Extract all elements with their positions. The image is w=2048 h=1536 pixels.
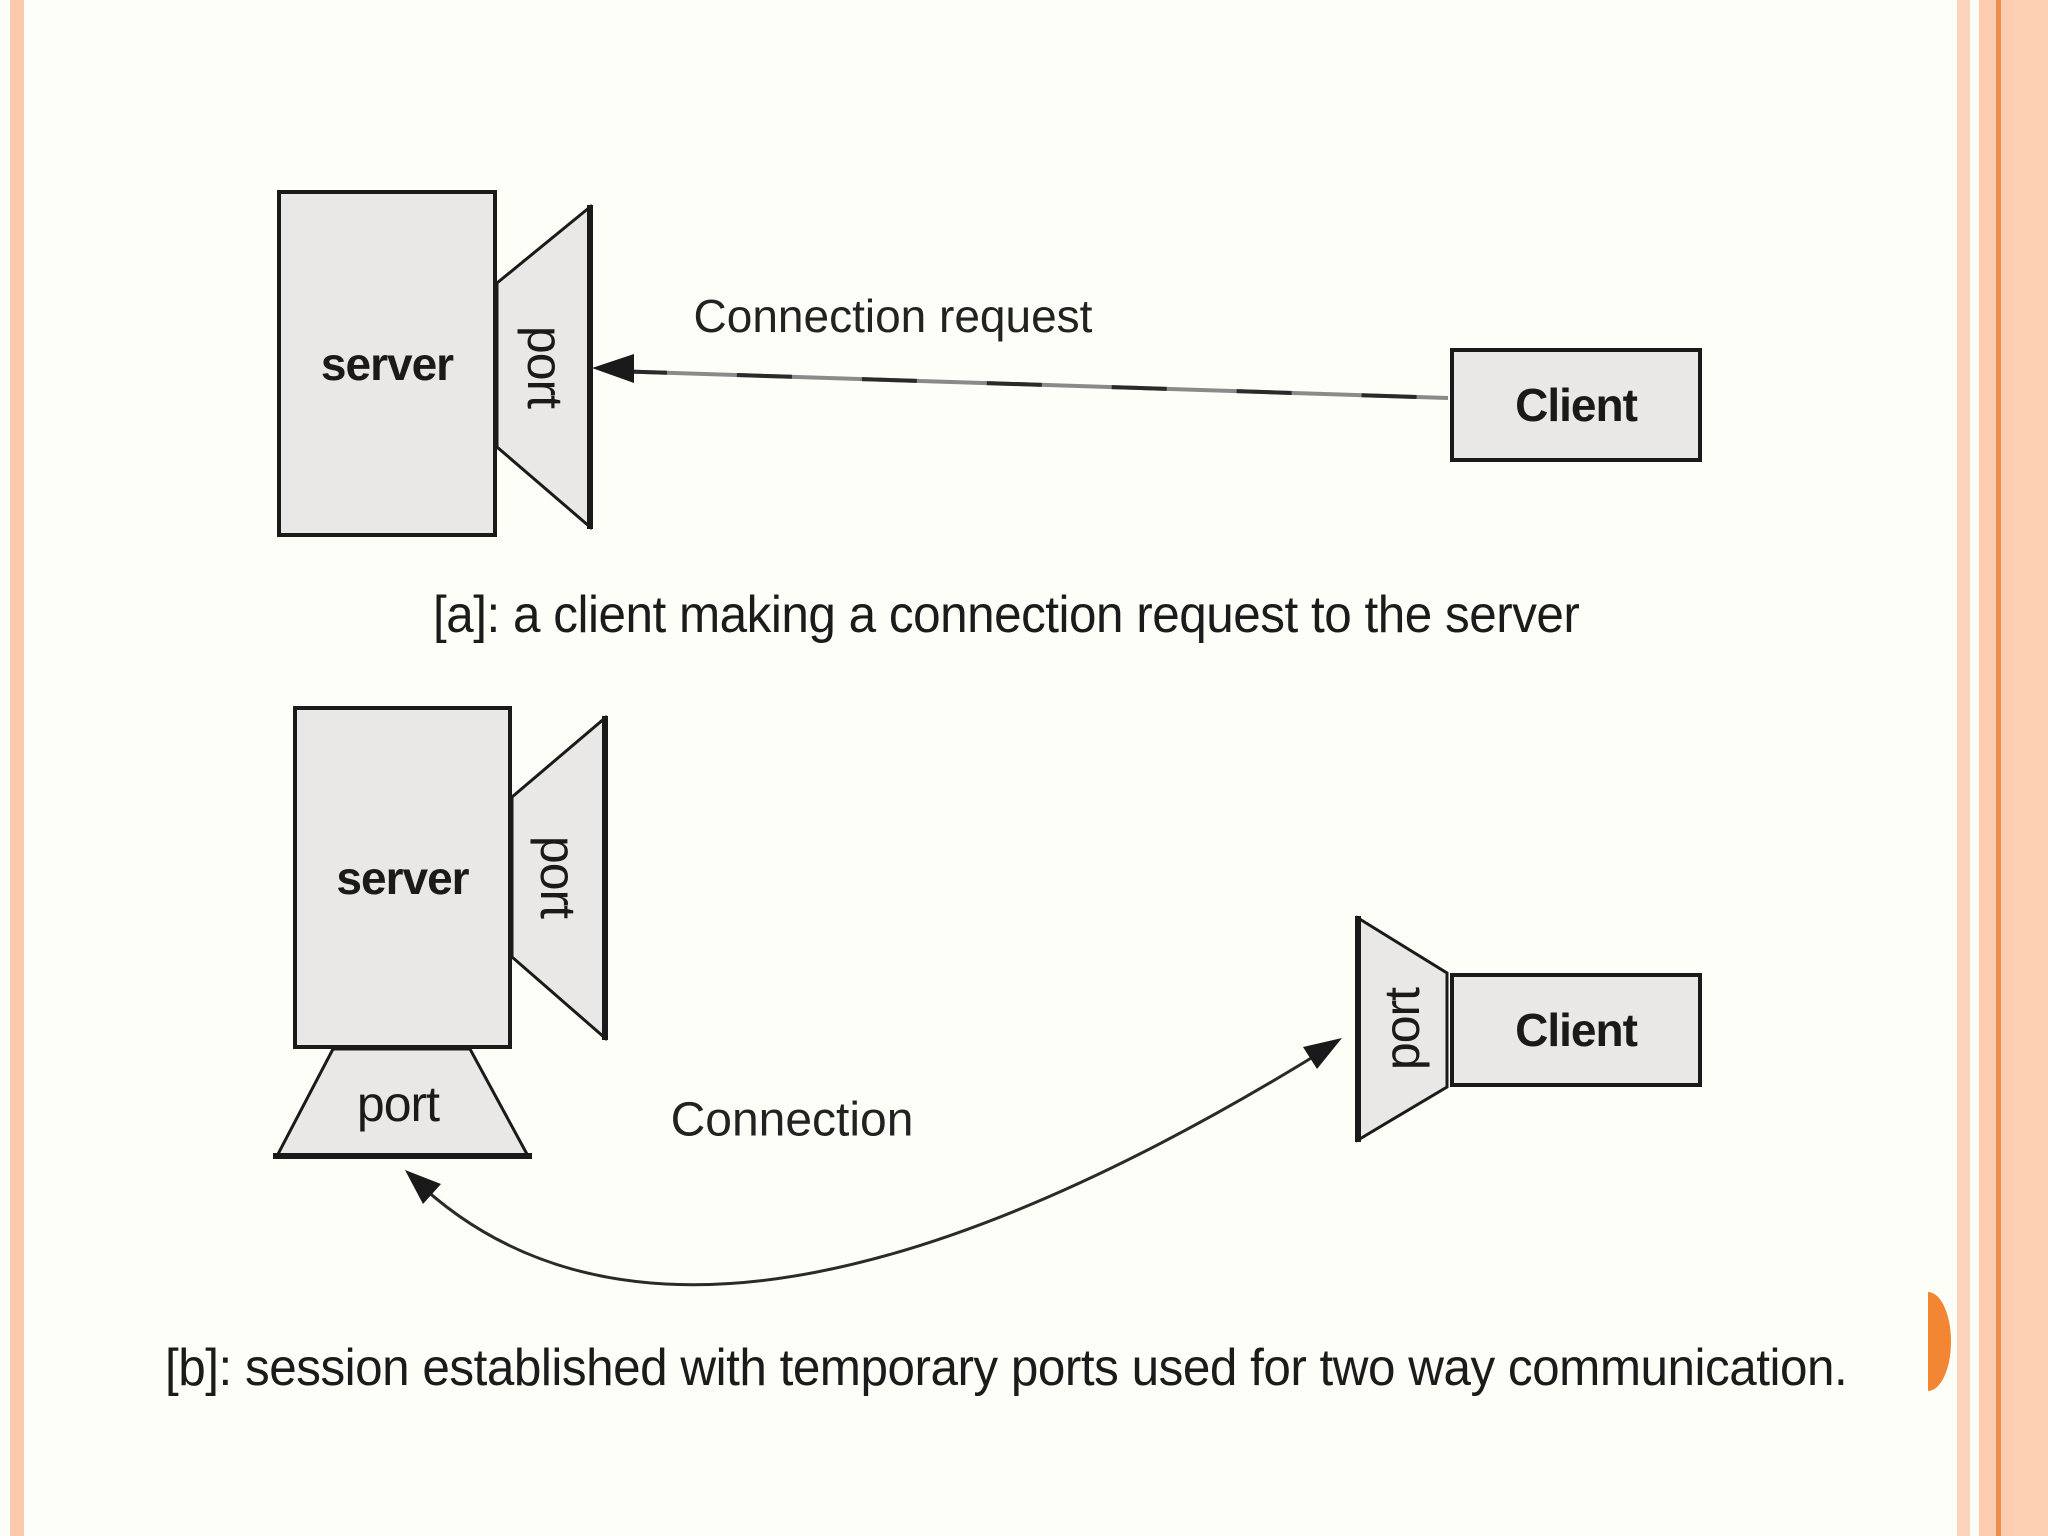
port-label-b-right: port xyxy=(530,835,586,919)
left-border-stripe xyxy=(10,0,24,1536)
orange-half-disc-icon xyxy=(1928,1292,1951,1391)
client-box-b: Client xyxy=(1450,973,1702,1087)
server-box-b-label: server xyxy=(336,851,469,904)
connection-request-arrowhead-icon xyxy=(592,354,634,383)
right-border-accent-line xyxy=(1996,0,2001,1536)
caption-a: [a]: a client making a connection reques… xyxy=(433,586,1580,644)
right-border-inner-band xyxy=(2013,0,2048,1536)
two-way-connection-curve xyxy=(411,1042,1335,1287)
two-way-arrowhead-right-icon xyxy=(1303,1038,1342,1069)
client-box-a: Client xyxy=(1450,348,1702,462)
right-border-stripe-thin xyxy=(1957,0,1970,1536)
server-box-a-label: server xyxy=(320,337,454,390)
client-box-b-label: Client xyxy=(1515,1004,1638,1056)
client-box-a-label: Client xyxy=(1515,379,1638,431)
server-box-a: server xyxy=(277,190,497,537)
caption-b: [b]: session established with temporary … xyxy=(165,1339,1848,1397)
server-box-b: server xyxy=(293,706,512,1049)
port-label-b-client: port xyxy=(1374,987,1430,1071)
connection-label: Connection xyxy=(670,1093,914,1147)
port-label-b-bottom: port xyxy=(356,1076,440,1132)
connection-request-label: Connection request xyxy=(693,290,1093,342)
two-way-arrowhead-left-icon xyxy=(405,1170,441,1204)
port-label-a: port xyxy=(517,325,573,409)
connection-request-line-dashes xyxy=(611,369,1449,400)
